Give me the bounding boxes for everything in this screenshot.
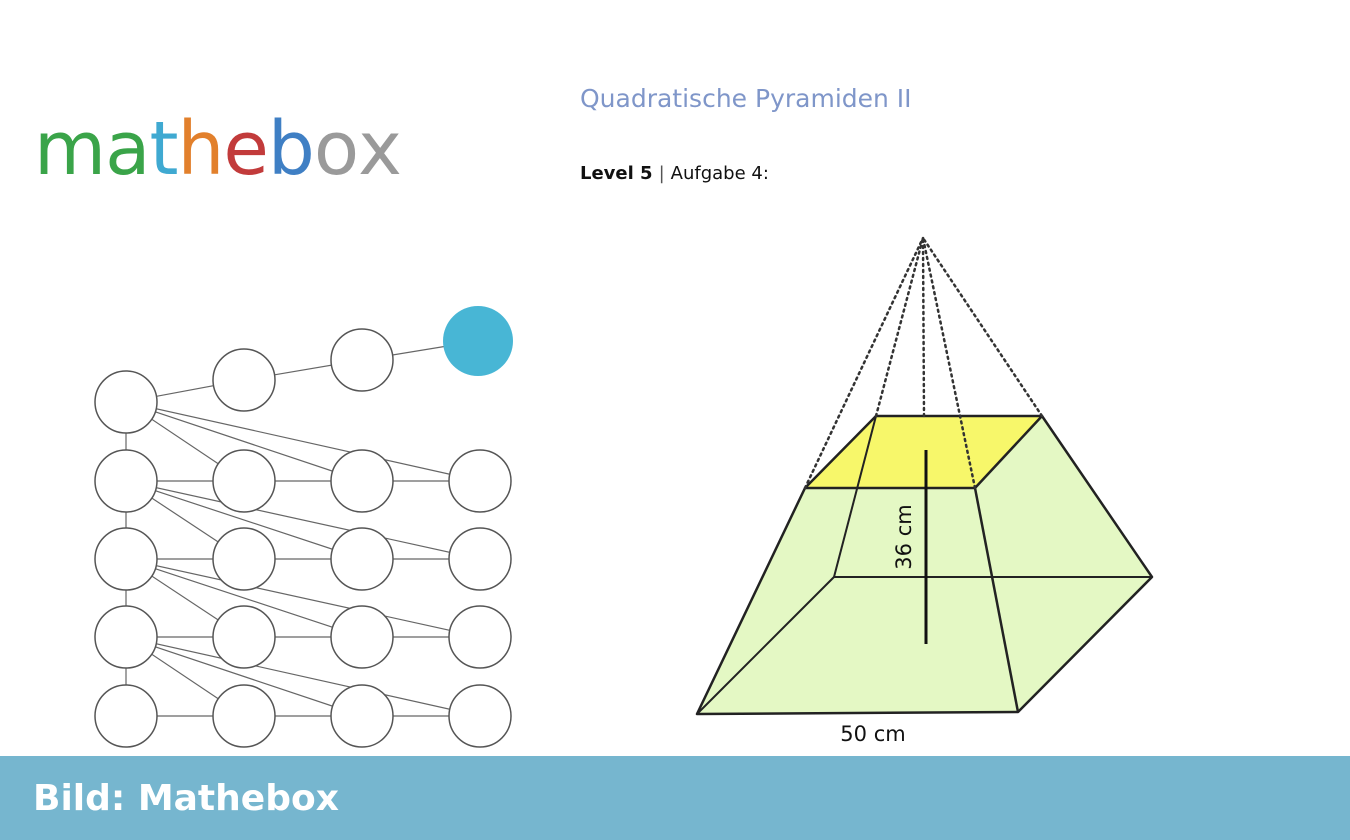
node-circle — [94, 684, 158, 748]
task-label: Aufgabe 4: — [670, 163, 769, 184]
node-circle — [330, 684, 394, 748]
height-label: 36 cm — [892, 504, 916, 569]
level-label: Level 5 — [580, 163, 653, 184]
mathebox-logo: mathebox — [34, 106, 402, 192]
logo-letter: e — [223, 106, 269, 192]
node-circle — [448, 527, 512, 591]
node-circle — [330, 328, 394, 392]
node-circle — [212, 684, 276, 748]
node-circle — [212, 605, 276, 669]
logo-letter: m — [34, 106, 106, 192]
separator: | — [658, 163, 665, 184]
logo-letter: o — [313, 106, 359, 192]
logo-letter: a — [105, 106, 150, 192]
node-circle — [448, 684, 512, 748]
node-circle — [330, 605, 394, 669]
node-circle — [212, 348, 276, 412]
base-label: 50 cm — [840, 722, 905, 746]
pyramid-frustum: 36 cm 50 cm — [695, 236, 1154, 746]
node-circle — [448, 449, 512, 513]
node-circle — [212, 527, 276, 591]
frustum-front-face — [697, 488, 1018, 714]
node-circle — [94, 449, 158, 513]
caption-bar: Bild: Mathebox — [0, 756, 1350, 840]
network-nodes — [94, 328, 512, 748]
logo-letter: b — [267, 106, 315, 192]
task-heading: Level 5|Aufgabe 4: — [580, 163, 769, 184]
node-circle — [330, 449, 394, 513]
node-circle — [94, 527, 158, 591]
page-title: Quadratische Pyramiden II — [580, 84, 912, 113]
apex-dotted-lines — [803, 236, 1044, 490]
logo-letter: t — [149, 106, 178, 192]
current-level-node — [443, 306, 513, 376]
node-circle — [330, 527, 394, 591]
frustum-top-face — [805, 416, 1042, 488]
node-circle — [448, 605, 512, 669]
logo-letter: x — [358, 106, 402, 192]
logo-letter: h — [177, 106, 224, 192]
node-circle — [94, 605, 158, 669]
node-circle — [212, 449, 276, 513]
caption-text: Bild: Mathebox — [33, 778, 339, 819]
network-connections — [125, 340, 481, 717]
frustum-right-face — [975, 416, 1152, 712]
node-circle — [94, 370, 158, 434]
